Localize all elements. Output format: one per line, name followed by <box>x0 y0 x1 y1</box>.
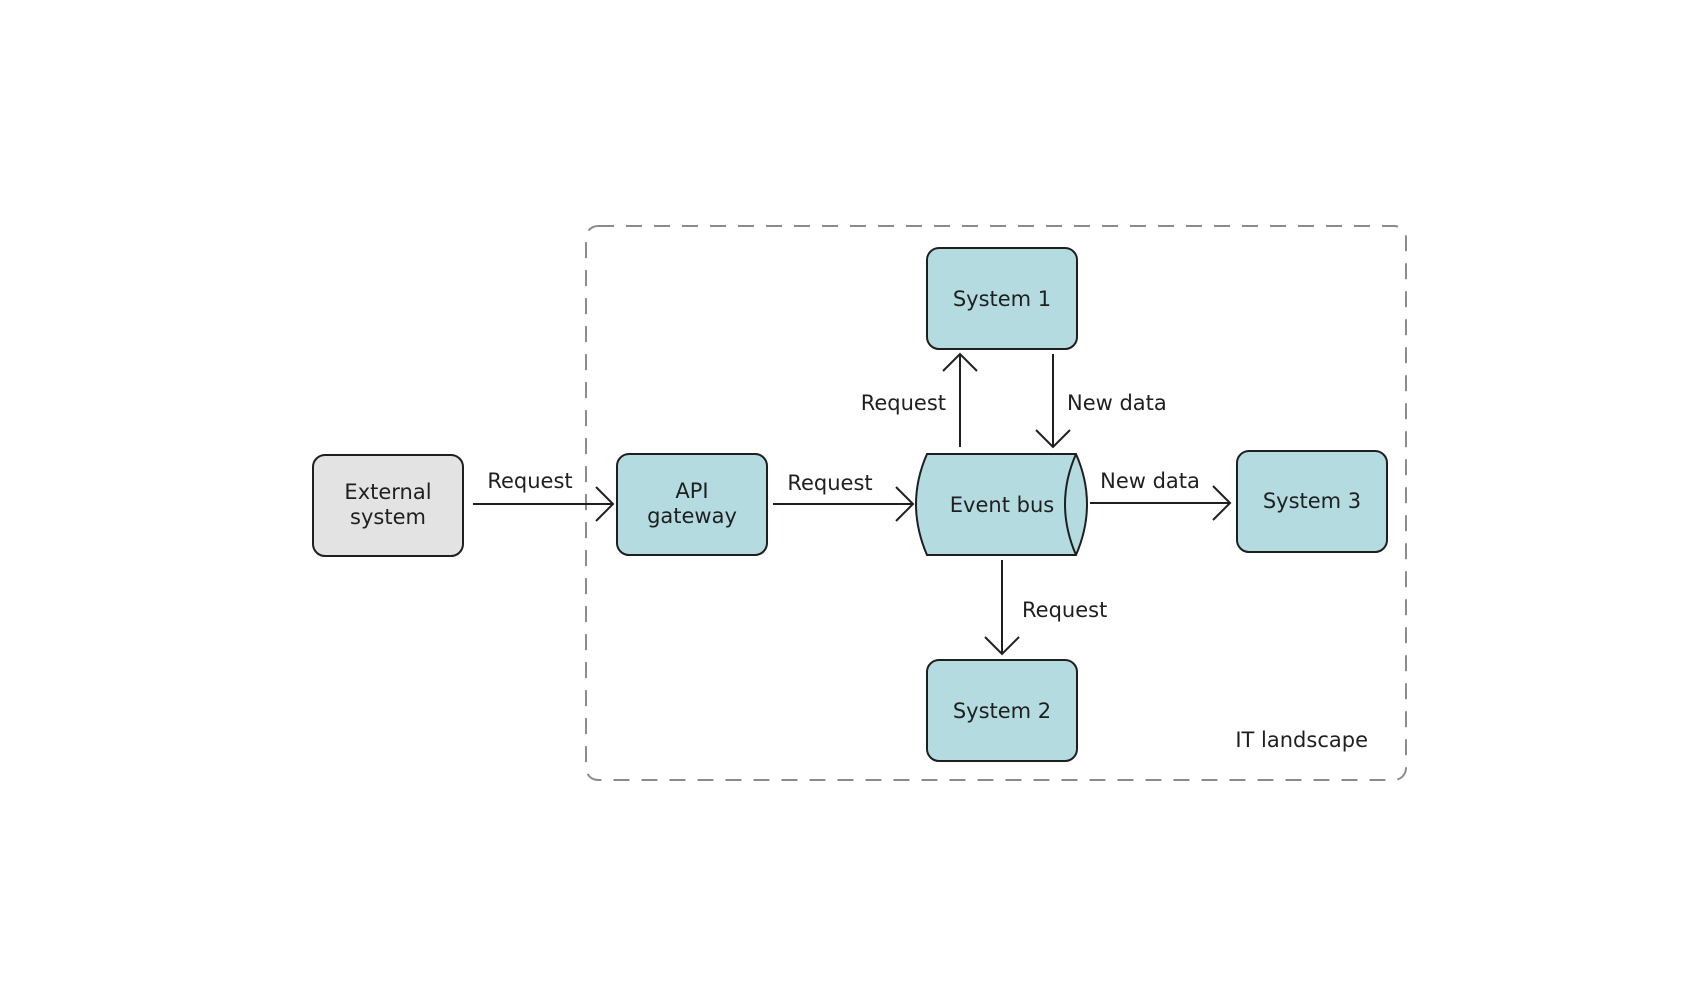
edge-label: Request <box>861 391 946 415</box>
arrowhead-up-icon <box>942 352 978 372</box>
api-gateway-box[interactable] <box>616 453 768 556</box>
edge-external-to-gateway: Request <box>473 469 615 522</box>
node-event-bus[interactable]: Event bus <box>915 453 1088 556</box>
system-1-label: System 1 <box>953 287 1051 311</box>
node-system-1[interactable]: System 1 <box>926 247 1078 350</box>
system-1-box[interactable] <box>926 247 1078 350</box>
arrowhead-right-icon <box>895 486 915 522</box>
edge-bus-to-system-1: Request <box>861 352 978 447</box>
edge-bus-to-system-2: Request <box>984 560 1107 656</box>
event-bus-label: Event bus <box>950 493 1054 517</box>
system-3-box[interactable] <box>1236 450 1388 553</box>
arrowhead-down-icon <box>984 636 1020 656</box>
api-gateway-label-line1: API <box>675 479 708 503</box>
edge-label: Request <box>487 469 572 493</box>
node-system-2[interactable]: System 2 <box>926 659 1078 762</box>
edge-system-1-to-bus: New data <box>1035 354 1167 449</box>
external-system-box[interactable] <box>312 454 464 557</box>
edge-label: New data <box>1067 391 1167 415</box>
node-api-gateway[interactable]: API gateway <box>616 453 768 556</box>
edge-gateway-to-bus: Request <box>773 471 915 522</box>
event-bus-end-cap <box>1064 453 1077 556</box>
edge-label: Request <box>787 471 872 495</box>
system-2-box[interactable] <box>926 659 1078 762</box>
system-2-label: System 2 <box>953 699 1051 723</box>
boundary-label: IT landscape <box>1235 728 1368 752</box>
node-external-system[interactable]: External system <box>312 454 464 557</box>
external-system-label-line1: External <box>344 480 431 504</box>
system-3-label: System 3 <box>1263 489 1361 513</box>
arrowhead-right-icon <box>595 486 615 522</box>
arrowhead-right-icon <box>1212 485 1232 521</box>
edge-label: New data <box>1100 469 1200 493</box>
edge-bus-to-system-3: New data <box>1090 469 1232 521</box>
external-system-label-line2: system <box>350 505 426 529</box>
api-gateway-label-line2: gateway <box>647 504 737 528</box>
arrowhead-down-icon <box>1035 429 1071 449</box>
node-system-3[interactable]: System 3 <box>1236 450 1388 553</box>
edge-label: Request <box>1022 598 1107 622</box>
